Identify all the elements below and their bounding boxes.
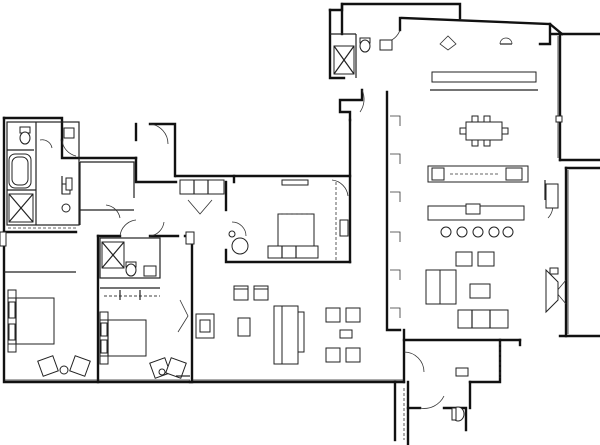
door-swings — [39, 29, 567, 409]
sofa-icon-2 — [425, 269, 441, 305]
armchair-icon-5 — [455, 251, 473, 267]
living-room-furniture — [195, 285, 361, 365]
chair-icon — [231, 237, 249, 255]
ottoman-icon-3 — [325, 347, 341, 363]
ottoman-icon-2 — [345, 307, 361, 323]
bedroom-furniture — [7, 289, 187, 379]
coffee-table-icon-2 — [469, 283, 491, 299]
armchair-icon — [37, 355, 59, 377]
lamp-icon — [439, 35, 457, 51]
cabinet-icon — [179, 179, 225, 195]
kitchen-counter-icon — [431, 71, 537, 83]
toilet-icon-4 — [455, 367, 469, 377]
kitchen-dining-furniture — [390, 35, 563, 329]
armchair-icon-6 — [477, 251, 495, 267]
chair-icon-3 — [253, 287, 269, 301]
armchair-icon-2 — [69, 355, 91, 377]
sink-icon — [63, 127, 75, 139]
sofa-icon — [267, 245, 319, 259]
study-furniture — [179, 179, 349, 259]
interior-walls — [2, 33, 546, 384]
coffee-table-icon — [339, 329, 353, 339]
bar-stool-icon — [440, 226, 452, 238]
sink-icon-2 — [143, 265, 157, 277]
chair-icon-2 — [233, 287, 249, 301]
bathroom-fixtures — [8, 37, 469, 422]
chair-icon-4 — [237, 317, 251, 337]
dining-table-icon — [465, 121, 503, 141]
misc-details — [0, 176, 405, 440]
fireplace-icon — [545, 268, 559, 314]
ottoman-icon-4 — [345, 347, 361, 363]
side-table-icon — [59, 365, 69, 375]
ottoman-icon — [325, 307, 341, 323]
windows — [4, 36, 569, 381]
armchair-icon-4 — [165, 357, 187, 379]
sofa-icon-3 — [457, 309, 509, 329]
desk-icon — [277, 213, 315, 247]
